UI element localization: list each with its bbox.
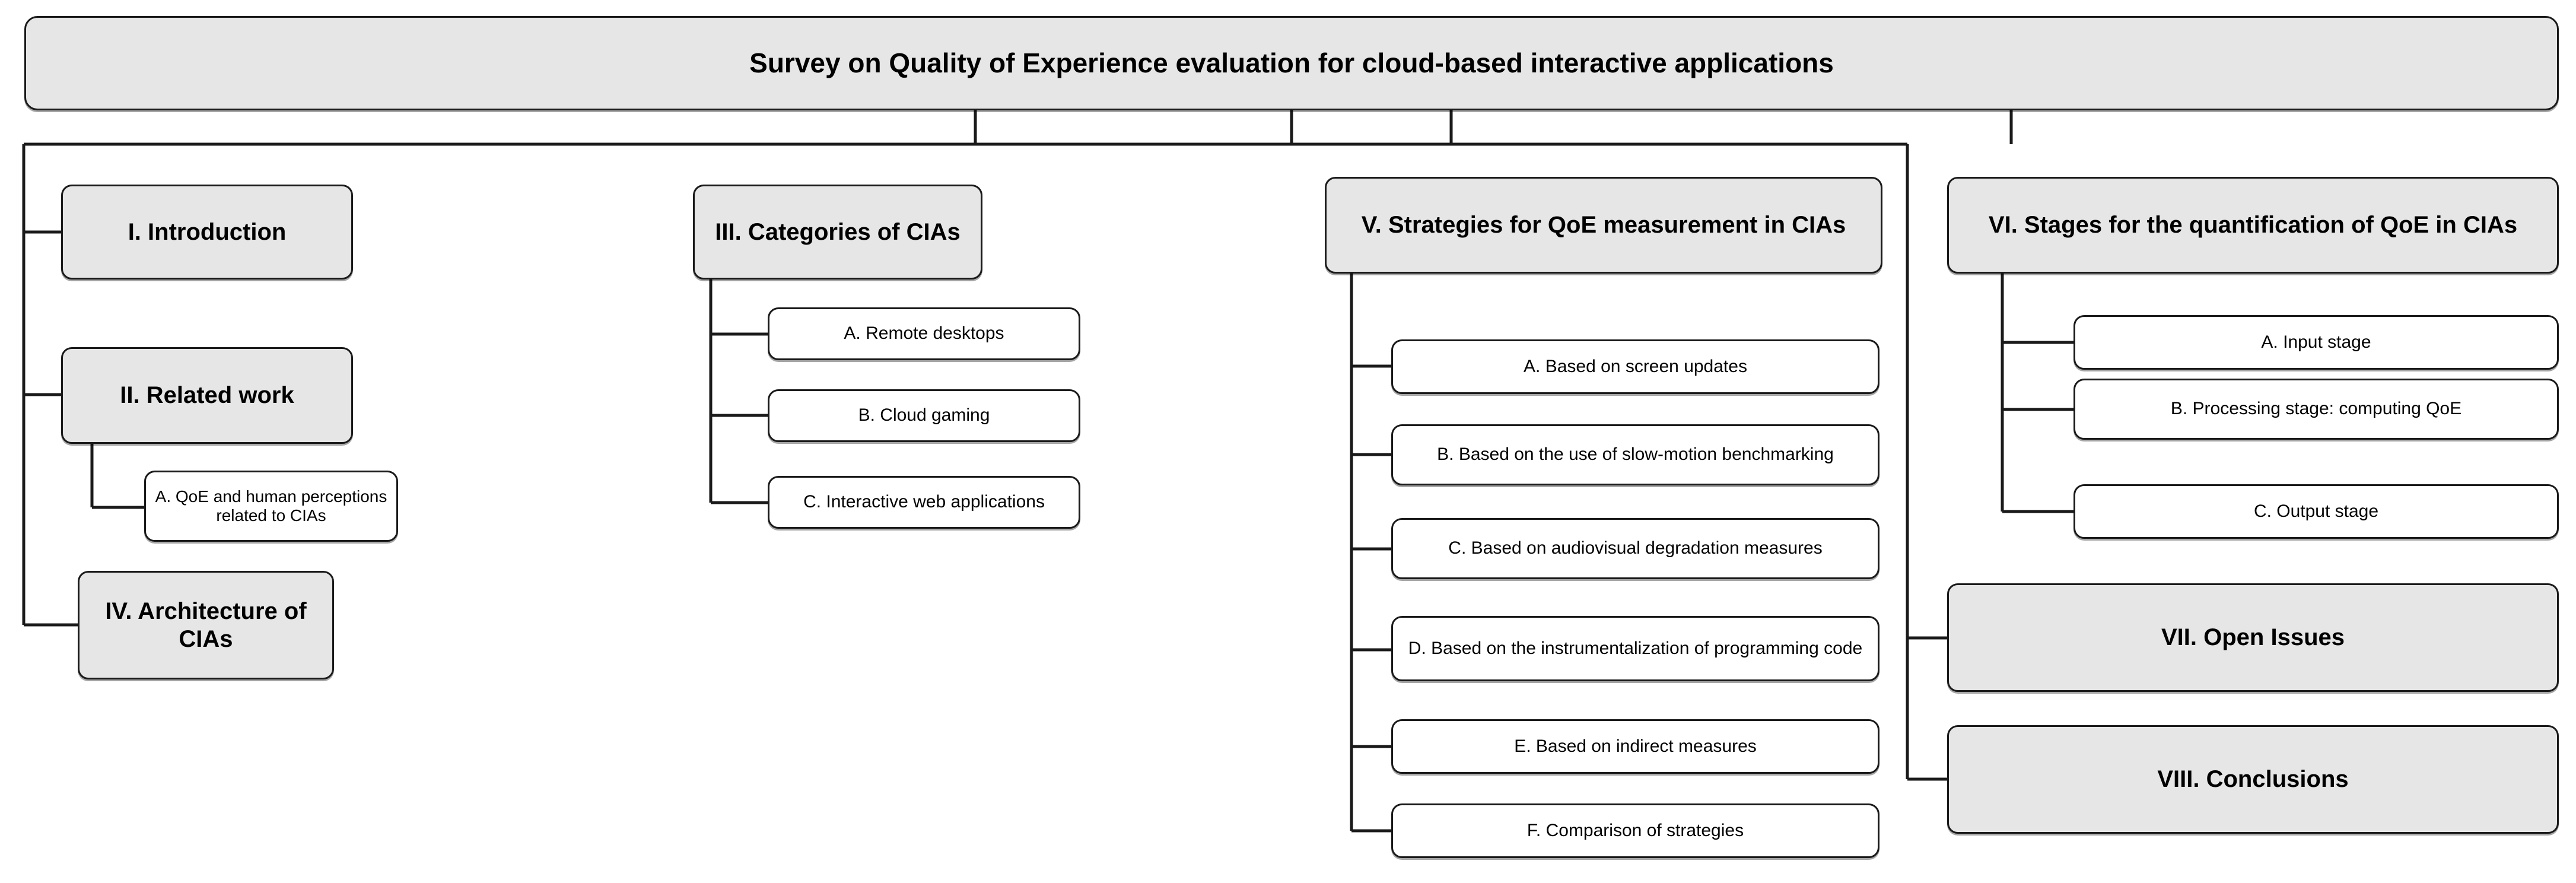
subsection-label-cloud-gaming: B. Cloud gaming bbox=[858, 405, 990, 425]
subsection-label-input-stage: A. Input stage bbox=[2261, 332, 2371, 352]
root-title-node[interactable]: Survey on Quality of Experience evaluati… bbox=[24, 16, 2559, 110]
section-label-introduction: I. Introduction bbox=[128, 218, 287, 245]
section-node-open-issues[interactable]: VII. Open Issues bbox=[1947, 583, 2559, 692]
subsection-node-input-stage[interactable]: A. Input stage bbox=[2073, 315, 2559, 370]
subsection-node-output-stage[interactable]: C. Output stage bbox=[2073, 484, 2559, 539]
section-node-categories[interactable]: III. Categories of CIAs bbox=[693, 185, 982, 279]
subsection-label-qoe-human-perceptions: A. QoE and human perceptions related to … bbox=[155, 487, 387, 525]
subsection-label-slow-motion-benchmarking: B. Based on the use of slow-motion bench… bbox=[1437, 444, 1834, 465]
subsection-label-interactive-web-apps: C. Interactive web applications bbox=[803, 492, 1045, 512]
subsection-label-audiovisual-degradation: C. Based on audiovisual degradation meas… bbox=[1448, 538, 1823, 558]
section-label-related-work: II. Related work bbox=[120, 382, 294, 409]
section-node-introduction[interactable]: I. Introduction bbox=[61, 185, 353, 279]
subsection-label-comparison-strategies: F. Comparison of strategies bbox=[1526, 820, 1744, 840]
root-title-label: Survey on Quality of Experience evaluati… bbox=[749, 47, 1834, 78]
subsection-node-instrumentalization-code[interactable]: D. Based on the instrumentalization of p… bbox=[1391, 616, 1879, 681]
subsection-node-slow-motion-benchmarking[interactable]: B. Based on the use of slow-motion bench… bbox=[1391, 424, 1879, 485]
subsection-node-processing-stage[interactable]: B. Processing stage: computing QoE bbox=[2073, 379, 2559, 440]
section-label-conclusions: VIII. Conclusions bbox=[2157, 766, 2349, 793]
section-label-architecture: IV. Architecture of CIAs bbox=[105, 598, 307, 652]
subsection-node-qoe-human-perceptions[interactable]: A. QoE and human perceptions related to … bbox=[144, 471, 398, 542]
subsection-node-remote-desktops[interactable]: A. Remote desktops bbox=[768, 307, 1080, 360]
subsection-node-screen-updates[interactable]: A. Based on screen updates bbox=[1391, 339, 1879, 394]
subsection-node-comparison-strategies[interactable]: F. Comparison of strategies bbox=[1391, 803, 1879, 858]
section-node-strategies[interactable]: V. Strategies for QoE measurement in CIA… bbox=[1325, 177, 1882, 274]
subsection-node-audiovisual-degradation[interactable]: C. Based on audiovisual degradation meas… bbox=[1391, 518, 1879, 579]
subsection-label-output-stage: C. Output stage bbox=[2253, 501, 2379, 521]
subsection-label-remote-desktops: A. Remote desktops bbox=[844, 323, 1004, 344]
subsection-node-cloud-gaming[interactable]: B. Cloud gaming bbox=[768, 389, 1080, 442]
section-node-related-work[interactable]: II. Related work bbox=[61, 347, 353, 444]
subsection-label-processing-stage: B. Processing stage: computing QoE bbox=[2170, 399, 2462, 419]
section-label-stages: VI. Stages for the quantification of QoE… bbox=[1988, 212, 2518, 239]
section-label-open-issues: VII. Open Issues bbox=[2161, 624, 2345, 651]
subsection-node-indirect-measures[interactable]: E. Based on indirect measures bbox=[1391, 719, 1879, 774]
subsection-label-screen-updates: A. Based on screen updates bbox=[1524, 356, 1747, 376]
section-node-architecture[interactable]: IV. Architecture of CIAs bbox=[78, 571, 334, 679]
subsection-label-indirect-measures: E. Based on indirect measures bbox=[1514, 736, 1757, 756]
subsection-node-interactive-web-apps[interactable]: C. Interactive web applications bbox=[768, 476, 1080, 529]
section-node-stages[interactable]: VI. Stages for the quantification of QoE… bbox=[1947, 177, 2559, 274]
section-node-conclusions[interactable]: VIII. Conclusions bbox=[1947, 725, 2559, 834]
section-label-categories: III. Categories of CIAs bbox=[715, 218, 961, 245]
section-label-strategies: V. Strategies for QoE measurement in CIA… bbox=[1361, 212, 1846, 239]
subsection-label-instrumentalization-code: D. Based on the instrumentalization of p… bbox=[1408, 638, 1863, 658]
